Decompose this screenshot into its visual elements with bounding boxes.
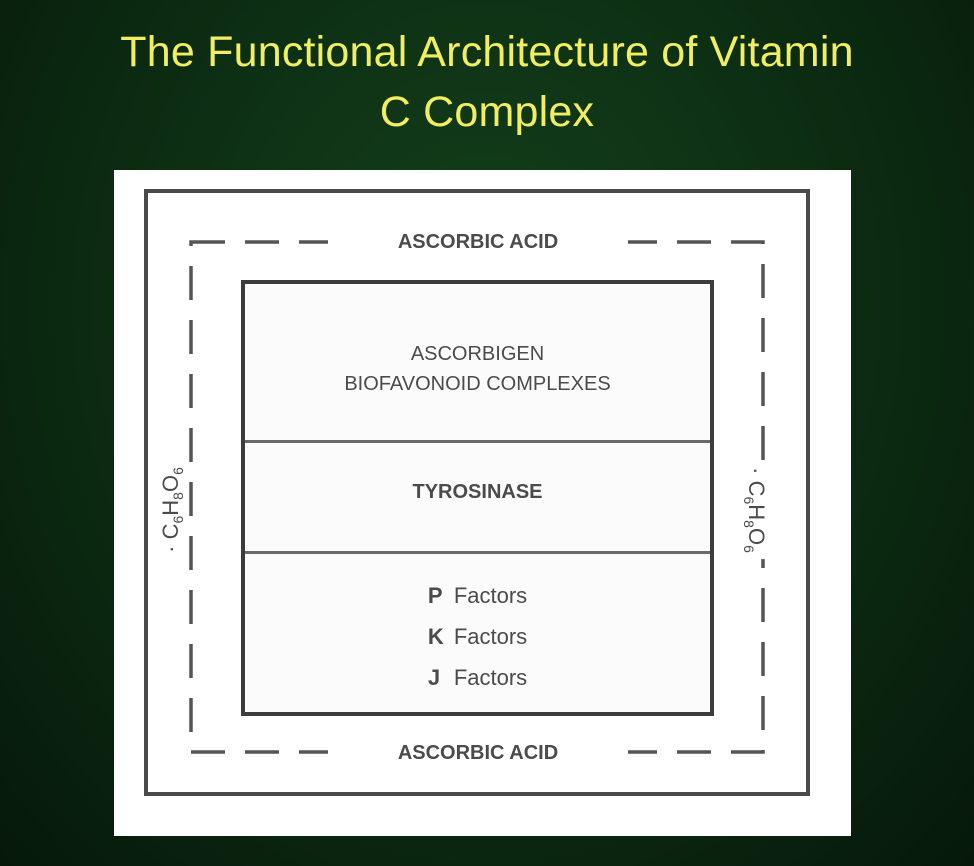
section-line: ASCORBIGEN	[410, 343, 545, 365]
section-ascorbigen: ASCORBIGEN BIOFAVONOID COMPLEXES	[245, 284, 710, 443]
factor-word: Factors	[453, 624, 528, 649]
factor-letter: J	[427, 665, 441, 690]
section-tyrosinase: TYROSINASE	[245, 443, 710, 554]
section-factors: P Factors K Factors J Factors	[245, 554, 710, 712]
formula-left: · C6H8O6	[157, 461, 187, 559]
factor-letter: P	[427, 583, 443, 608]
inner-box: ASCORBIGEN BIOFAVONOID COMPLEXES TYROSIN…	[241, 280, 714, 716]
ascorbic-acid-bottom-label: ASCORBIC ACID	[328, 742, 628, 765]
outer-frame	[144, 189, 810, 796]
title-line-2: C Complex	[379, 88, 595, 136]
factor-row: J Factors	[245, 657, 710, 698]
section-line: TYROSINASE	[412, 481, 543, 503]
factor-letter: K	[427, 624, 444, 649]
formula-right: · C6H8O6	[740, 461, 770, 559]
factor-row: K Factors	[245, 616, 710, 657]
factor-word: Factors	[453, 665, 528, 690]
title-line-1: The Functional Architecture of Vitamin	[120, 28, 854, 76]
factor-word: Factors	[453, 583, 528, 608]
ascorbic-acid-top-label: ASCORBIC ACID	[328, 231, 628, 254]
section-line: BIOFAVONOID COMPLEXES	[344, 373, 611, 395]
factor-row: P Factors	[245, 575, 710, 616]
diagram-card: ASCORBIC ACID ASCORBIC ACID · C6H8O6 · C…	[114, 170, 851, 836]
